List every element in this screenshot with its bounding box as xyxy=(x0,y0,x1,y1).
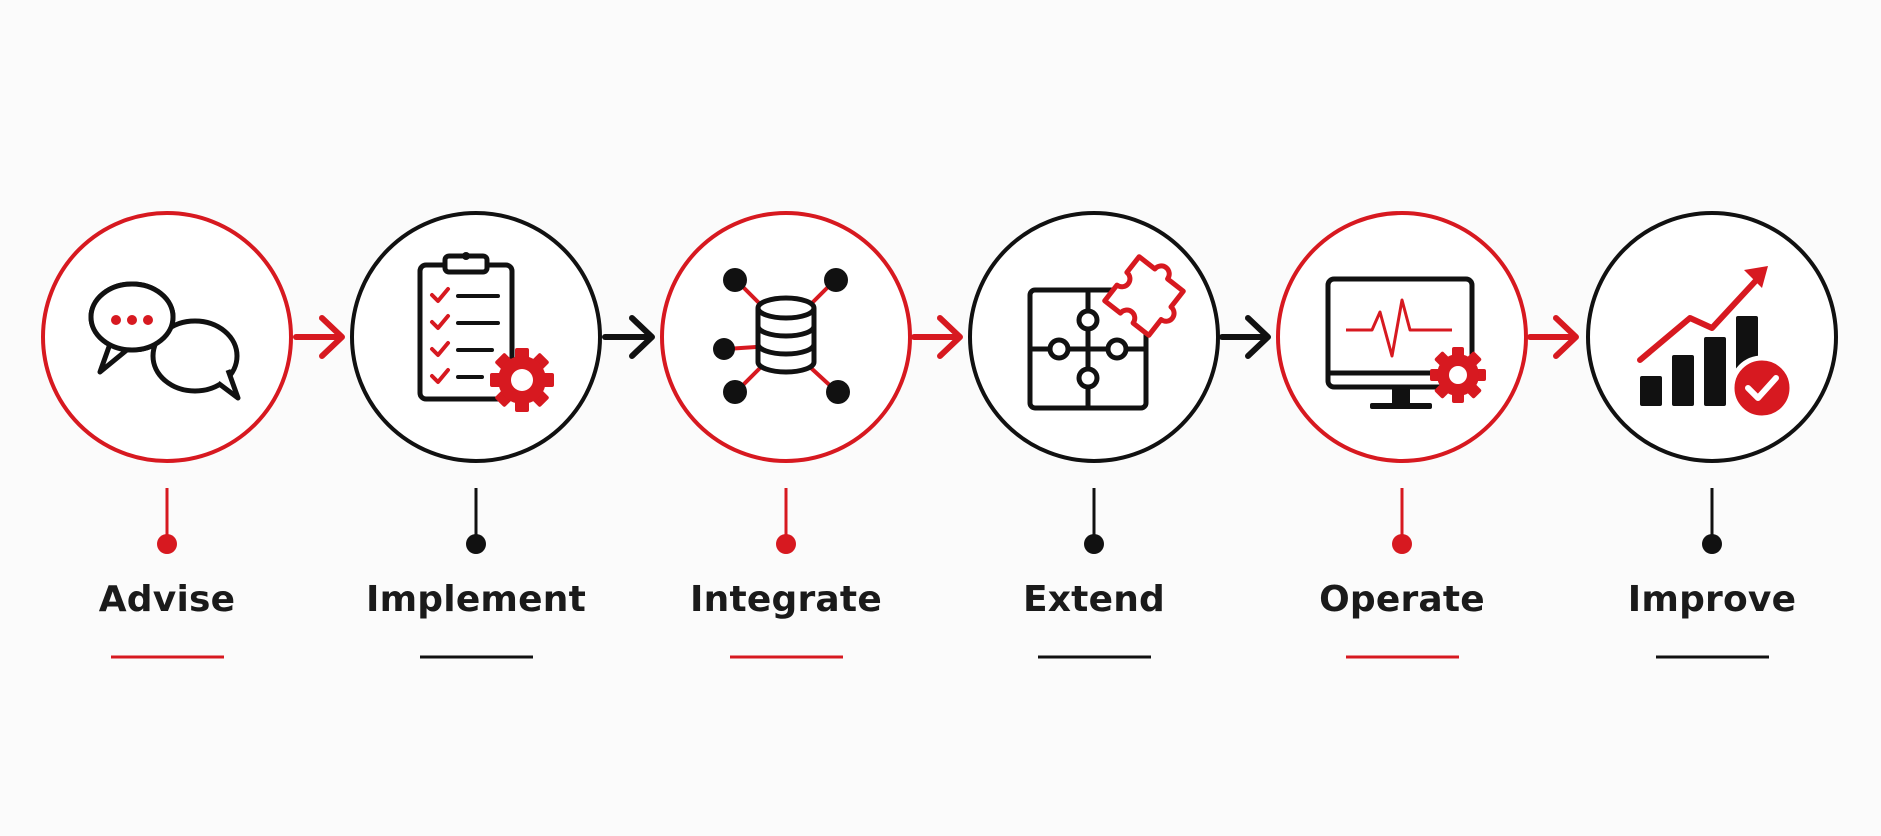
step-improve xyxy=(1586,211,1838,659)
clipboard-checklist-gear-icon xyxy=(417,252,554,412)
step-implement xyxy=(350,211,602,659)
gear-icon xyxy=(490,348,554,412)
dot-operate xyxy=(1392,534,1412,554)
step-label-extend: Extend xyxy=(1022,579,1166,620)
chat-bubbles-icon xyxy=(88,281,241,401)
arrow-extend-to-operate xyxy=(1219,315,1271,359)
step-integrate xyxy=(660,211,912,659)
growth-chart-check-icon xyxy=(1637,266,1795,421)
dot-improve xyxy=(1702,534,1722,554)
step-label-integrate: Integrate xyxy=(690,579,882,620)
dot-integrate xyxy=(776,534,796,554)
dot-implement xyxy=(466,534,486,554)
database-network-icon xyxy=(713,268,850,404)
step-extend xyxy=(968,211,1220,659)
dot-advise xyxy=(157,534,177,554)
step-label-improve: Improve xyxy=(1627,579,1797,620)
puzzle-pieces-icon xyxy=(1027,254,1186,411)
arrow-advise-to-implement xyxy=(293,315,345,359)
step-label-advise: Advise xyxy=(98,579,236,620)
monitor-heartbeat-gear-icon xyxy=(1325,276,1486,409)
step-advise xyxy=(41,211,293,659)
arrow-implement-to-integrate xyxy=(602,315,655,359)
dot-extend xyxy=(1084,534,1104,554)
arrow-integrate-to-extend xyxy=(911,315,963,359)
step-label-operate: Operate xyxy=(1319,579,1485,620)
gear-icon xyxy=(1430,347,1486,403)
step-label-implement: Implement xyxy=(366,579,586,620)
arrow-operate-to-improve xyxy=(1527,315,1579,359)
step-operate xyxy=(1276,211,1528,659)
